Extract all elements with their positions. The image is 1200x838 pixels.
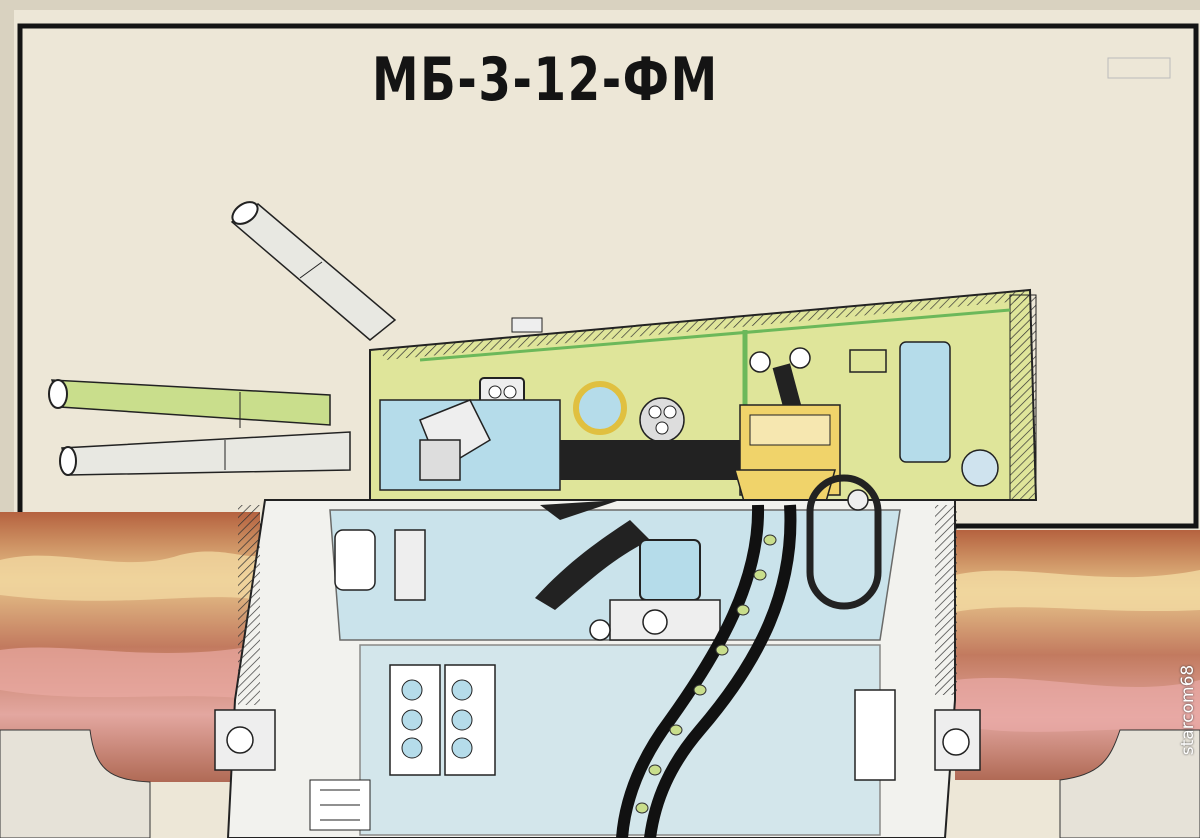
ground-strata [0,512,1200,838]
barbette [214,499,981,838]
photo-watermark: starcom68 [1168,665,1200,756]
poster-title: МБ-3-12-ФМ [372,45,719,115]
gun-barrels [48,201,397,476]
watermark-text: starcom68 [1178,664,1198,756]
ammunition-hoist [616,474,882,838]
